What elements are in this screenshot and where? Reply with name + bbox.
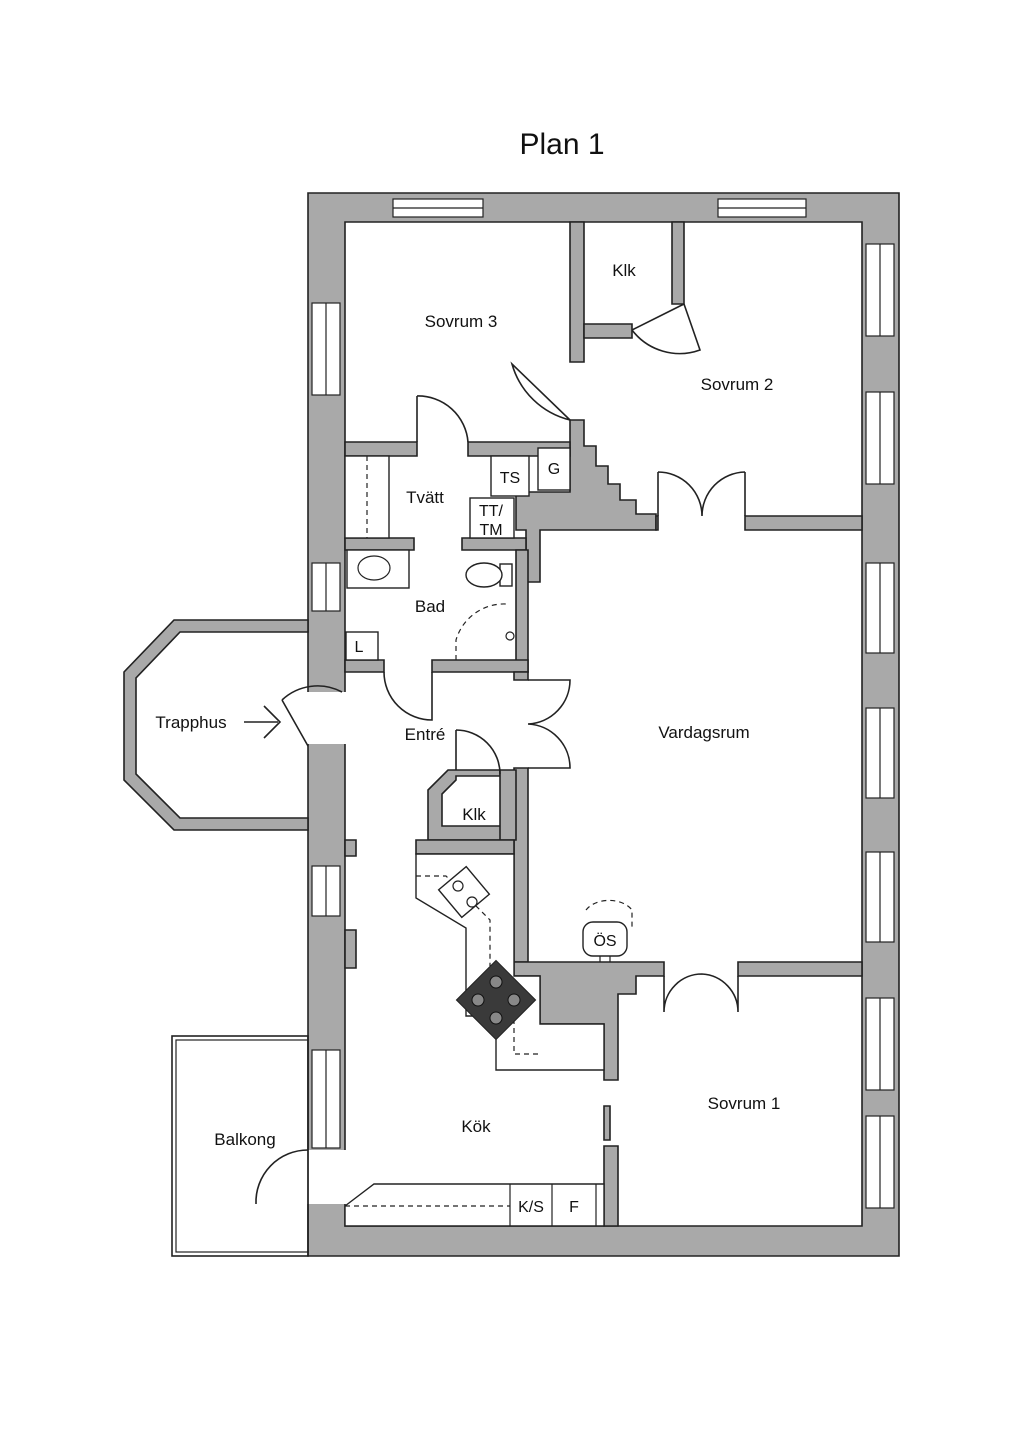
interior-wall bbox=[499, 769, 517, 841]
interior-wall bbox=[344, 929, 357, 969]
interior-wall bbox=[603, 1145, 619, 1227]
label-tm: TM bbox=[479, 522, 502, 539]
fireplace-box bbox=[582, 921, 628, 957]
stairwell-wall bbox=[123, 619, 309, 831]
label-trapphus: Trapphus bbox=[155, 713, 226, 732]
label-tt: TT/ bbox=[479, 503, 504, 520]
door bbox=[510, 361, 571, 421]
interior-wall bbox=[415, 839, 515, 855]
label-os: ÖS bbox=[593, 932, 616, 950]
label-bad: Bad bbox=[415, 597, 445, 616]
interior-wall bbox=[344, 659, 385, 673]
door bbox=[455, 729, 501, 775]
shower-icon bbox=[505, 631, 515, 641]
interior-wall bbox=[344, 839, 357, 857]
interior-wall bbox=[583, 323, 633, 339]
interior-wall bbox=[461, 537, 527, 551]
interior-wall bbox=[671, 221, 685, 305]
label-sovrum2: Sovrum 2 bbox=[701, 375, 774, 394]
kitchen-bottom-counter bbox=[344, 1183, 605, 1227]
door bbox=[416, 395, 469, 443]
label-kok: Kök bbox=[461, 1117, 491, 1136]
label-entre: Entré bbox=[405, 725, 446, 744]
interior-wall bbox=[344, 537, 415, 551]
interior-wall bbox=[513, 671, 529, 681]
label-balkong: Balkong bbox=[214, 1130, 275, 1149]
interior-wall bbox=[569, 221, 585, 363]
label-klk-top: Klk bbox=[612, 261, 636, 280]
interior-wall bbox=[603, 1105, 611, 1141]
sink-icon bbox=[357, 555, 391, 581]
label-ks: K/S bbox=[518, 1199, 544, 1216]
door bbox=[281, 685, 343, 747]
label-g: G bbox=[548, 461, 560, 478]
stove-icon bbox=[455, 959, 537, 1041]
door bbox=[663, 973, 739, 1013]
label-ts: TS bbox=[500, 470, 520, 487]
label-f: F bbox=[569, 1199, 579, 1216]
fireplace-icon bbox=[585, 899, 633, 930]
door bbox=[527, 679, 571, 769]
label-tvatt: Tvätt bbox=[406, 488, 444, 507]
toilet-icon bbox=[465, 562, 503, 588]
label-klk-mid: Klk bbox=[462, 805, 486, 824]
label-vardagsrum: Vardagsrum bbox=[658, 723, 749, 742]
interior-wall bbox=[744, 515, 863, 531]
outer-walls bbox=[307, 192, 900, 1257]
label-l: L bbox=[355, 639, 364, 656]
l-box bbox=[345, 631, 379, 661]
interior-wall bbox=[737, 961, 863, 977]
door bbox=[383, 671, 433, 721]
interior-wall bbox=[515, 419, 657, 583]
entry-arrow-icon bbox=[244, 705, 282, 739]
label-sovrum3: Sovrum 3 bbox=[425, 312, 498, 331]
g-box bbox=[537, 447, 571, 491]
door bbox=[255, 1149, 309, 1205]
ts-box bbox=[490, 455, 530, 497]
sink-counter bbox=[346, 549, 410, 589]
interior-wall bbox=[344, 441, 418, 457]
interior-wall bbox=[655, 515, 659, 531]
tt-box bbox=[469, 497, 515, 539]
label-sovrum1: Sovrum 1 bbox=[708, 1094, 781, 1113]
interior-wall bbox=[515, 549, 529, 673]
door bbox=[631, 303, 702, 355]
door bbox=[657, 471, 746, 517]
interior-wall bbox=[431, 659, 529, 673]
door bbox=[455, 603, 507, 660]
plan-title: Plan 1 bbox=[519, 128, 604, 161]
